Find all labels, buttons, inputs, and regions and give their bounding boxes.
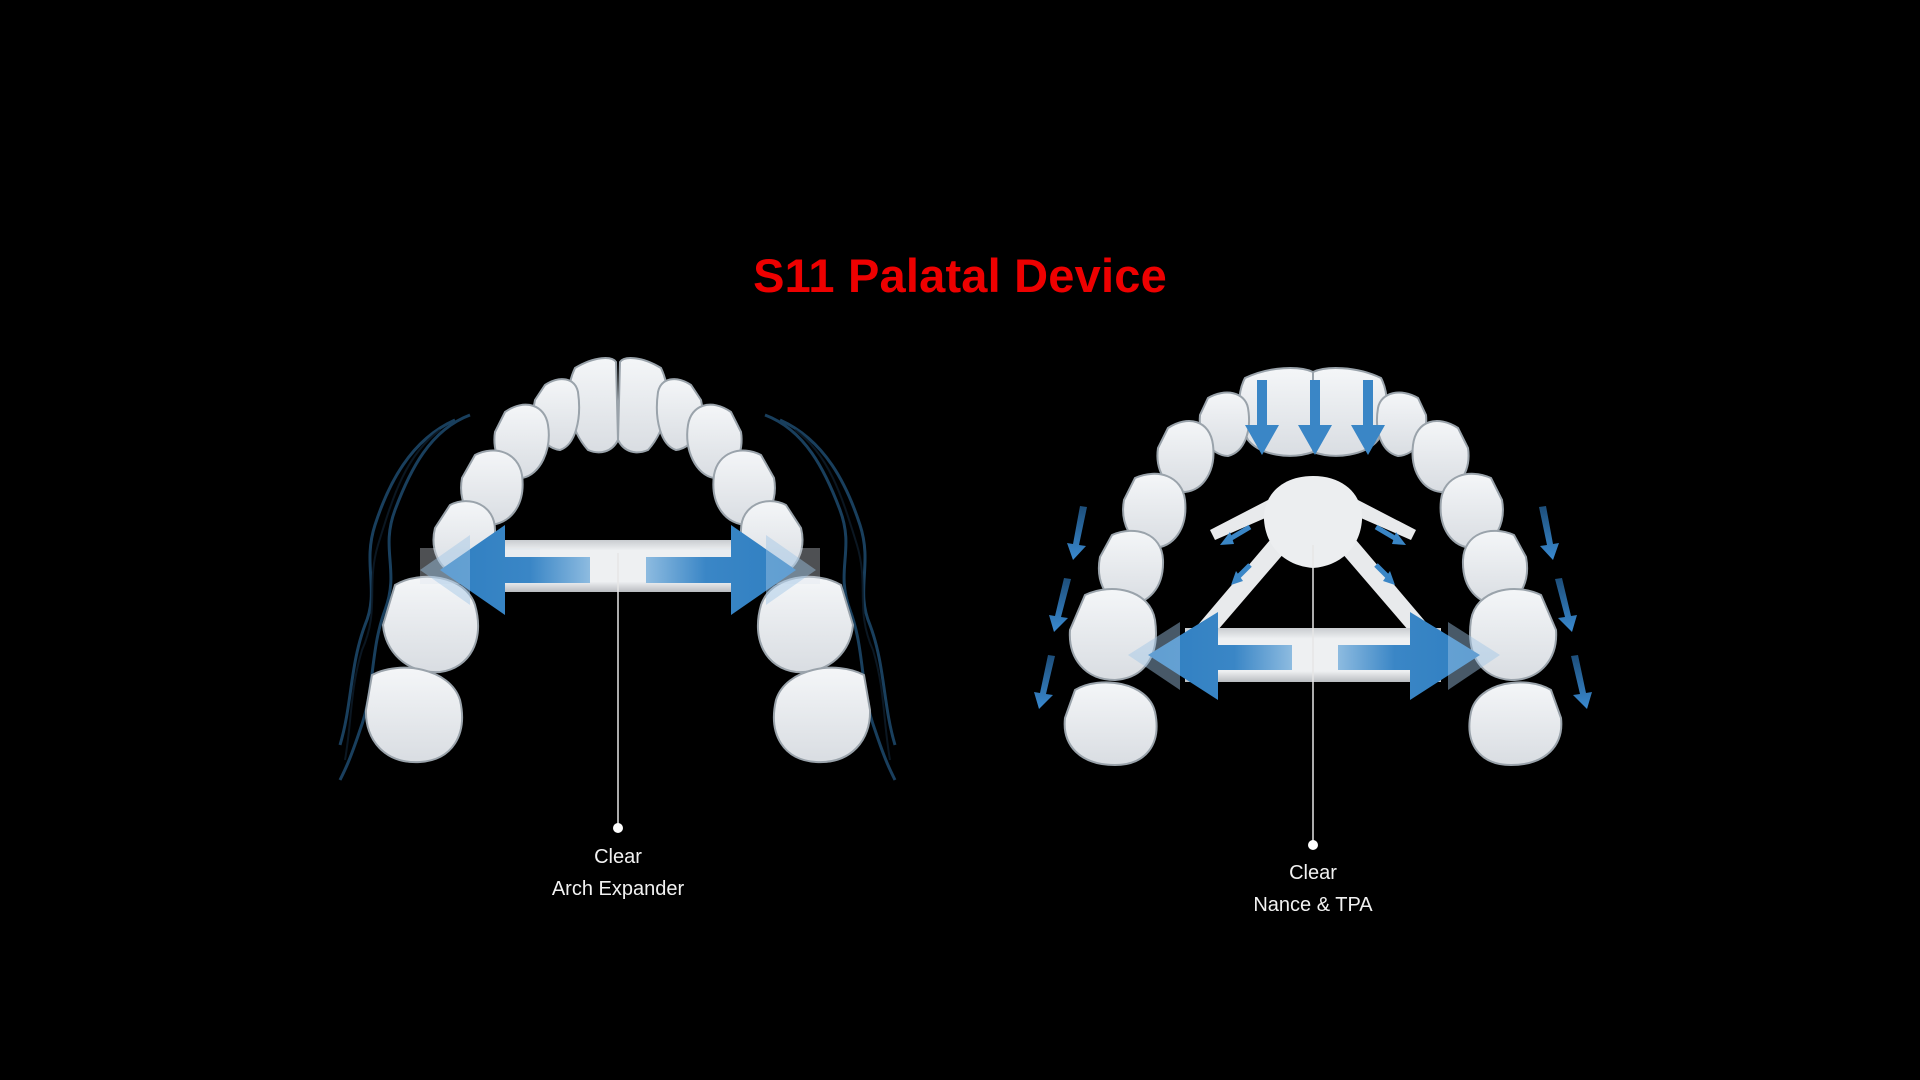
nance-tpa-illustration: [1034, 367, 1592, 850]
arch-expander-label: Clear Arch Expander: [468, 841, 768, 905]
label-line-1: Clear: [1289, 862, 1337, 884]
label-line-2: Nance & TPA: [1253, 894, 1373, 916]
leader-dot: [1308, 840, 1318, 850]
strut-small-arrows-icon: [1220, 524, 1406, 585]
label-line-1: Clear: [594, 846, 642, 868]
aligner-teeth: [1063, 367, 1563, 767]
leader-dot: [613, 823, 623, 833]
vibration-lines-icon: [338, 413, 897, 781]
aligner-teeth: [364, 357, 872, 764]
expansion-arrow-left-icon: [420, 525, 590, 615]
page-title: S11 Palatal Device: [753, 249, 1167, 302]
arch-expander-illustration: [338, 357, 897, 833]
expansion-arrow-left-icon: [1128, 612, 1292, 700]
expansion-arrow-right-icon: [1338, 612, 1500, 700]
expansion-arrow-right-icon: [646, 525, 816, 615]
anterior-down-arrows-icon: [1245, 380, 1385, 455]
nance-button: [1263, 476, 1363, 568]
side-down-arrows-icon: [1034, 506, 1592, 709]
nance-tpa-label: Clear Nance & TPA: [1163, 857, 1463, 921]
label-line-2: Arch Expander: [551, 878, 685, 900]
